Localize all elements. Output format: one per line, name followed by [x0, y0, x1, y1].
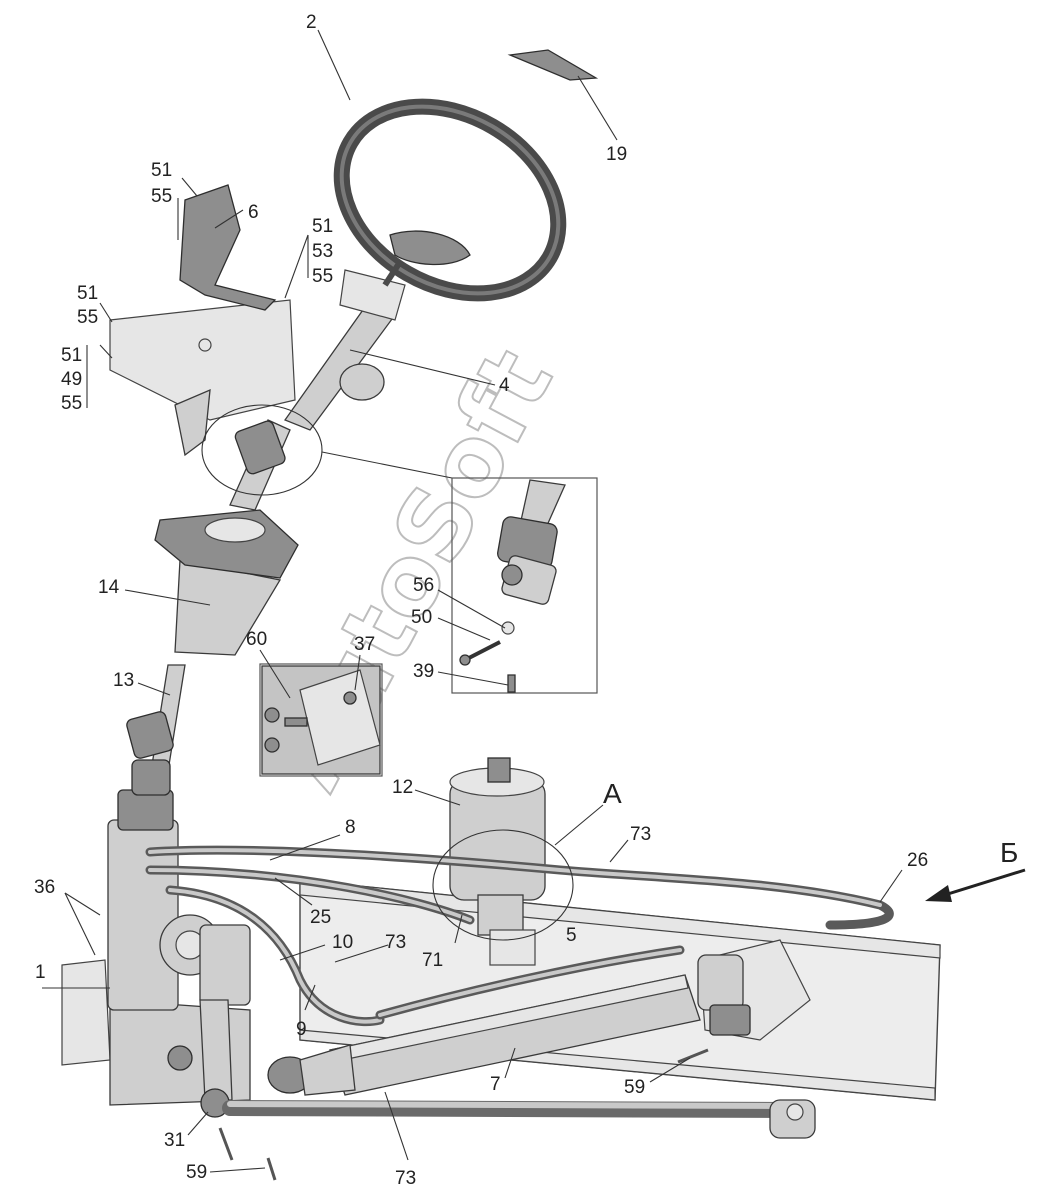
callout-37: 37 — [354, 634, 375, 655]
stack-top-left-2: 55 — [151, 186, 172, 207]
callout-8: 8 — [345, 817, 356, 838]
pitman-arm — [199, 999, 233, 1118]
stack-left-a-2: 55 — [77, 307, 98, 328]
detail-clamp — [261, 665, 381, 775]
callout-6: 6 — [248, 202, 259, 223]
callout-a: А — [603, 778, 622, 809]
stack-left-a-1: 51 — [77, 283, 98, 304]
callout-14: 14 — [98, 577, 120, 598]
callout-9: 9 — [296, 1019, 307, 1040]
callout-26: 26 — [907, 850, 928, 871]
callout-13: 13 — [113, 670, 134, 691]
stack-mid-right-3: 55 — [312, 266, 333, 287]
steering-column — [229, 269, 406, 511]
callout-1: 1 — [35, 962, 46, 983]
detail-circle — [201, 404, 323, 496]
callout-39: 39 — [413, 661, 434, 682]
callout-19: 19 — [606, 144, 627, 165]
callout-73-top: 73 — [630, 824, 651, 845]
callout-2: 2 — [306, 12, 317, 33]
detail-circle-a — [432, 829, 574, 941]
callout-labels: 2 19 6 4 14 13 60 37 56 50 39 12 А 73 8 … — [34, 12, 1018, 1189]
detail-view-clamp — [259, 663, 383, 777]
callout-59-bottom: 59 — [186, 1162, 207, 1183]
drag-link — [222, 1099, 816, 1139]
bolts — [218, 1048, 709, 1181]
callout-60: 60 — [246, 629, 267, 650]
callout-4: 4 — [499, 375, 510, 396]
steering-wheel — [333, 98, 567, 302]
stack-left-b-1: 51 — [61, 345, 82, 366]
callout-71: 71 — [422, 950, 443, 971]
callout-12: 12 — [392, 777, 413, 798]
callout-31: 31 — [164, 1130, 185, 1151]
view-arrow-b — [925, 868, 1026, 902]
lower-cardan-shaft — [126, 664, 186, 796]
stack-left-b-3: 55 — [61, 393, 82, 414]
stack-top-left-1: 51 — [151, 160, 172, 181]
stack-mid-right-1: 51 — [312, 216, 333, 237]
callout-59-right: 59 — [624, 1077, 645, 1098]
power-cylinder — [267, 974, 701, 1096]
leader-lines — [42, 29, 903, 1173]
callout-73-bottom: 73 — [395, 1168, 416, 1189]
hydraulic-lines — [145, 845, 894, 1027]
cylinder-bracket — [697, 939, 811, 1041]
callout-b: Б — [1000, 837, 1018, 868]
callout-7: 7 — [490, 1074, 501, 1095]
column-bracket — [109, 184, 296, 457]
stack-mid-right-2: 53 — [312, 241, 333, 262]
horn-cover — [507, 49, 599, 81]
callout-10: 10 — [332, 932, 353, 953]
detail-cardan-joint — [459, 479, 566, 693]
stack-left-b-2: 49 — [61, 369, 82, 390]
steering-column-boot — [154, 509, 299, 656]
callout-50: 50 — [411, 607, 432, 628]
callout-25: 25 — [310, 907, 331, 928]
callout-5: 5 — [566, 925, 577, 946]
callout-36: 36 — [34, 877, 55, 898]
callout-73-mid: 73 — [385, 932, 406, 953]
callout-56: 56 — [413, 575, 434, 596]
detail-view-cardan — [451, 477, 598, 694]
